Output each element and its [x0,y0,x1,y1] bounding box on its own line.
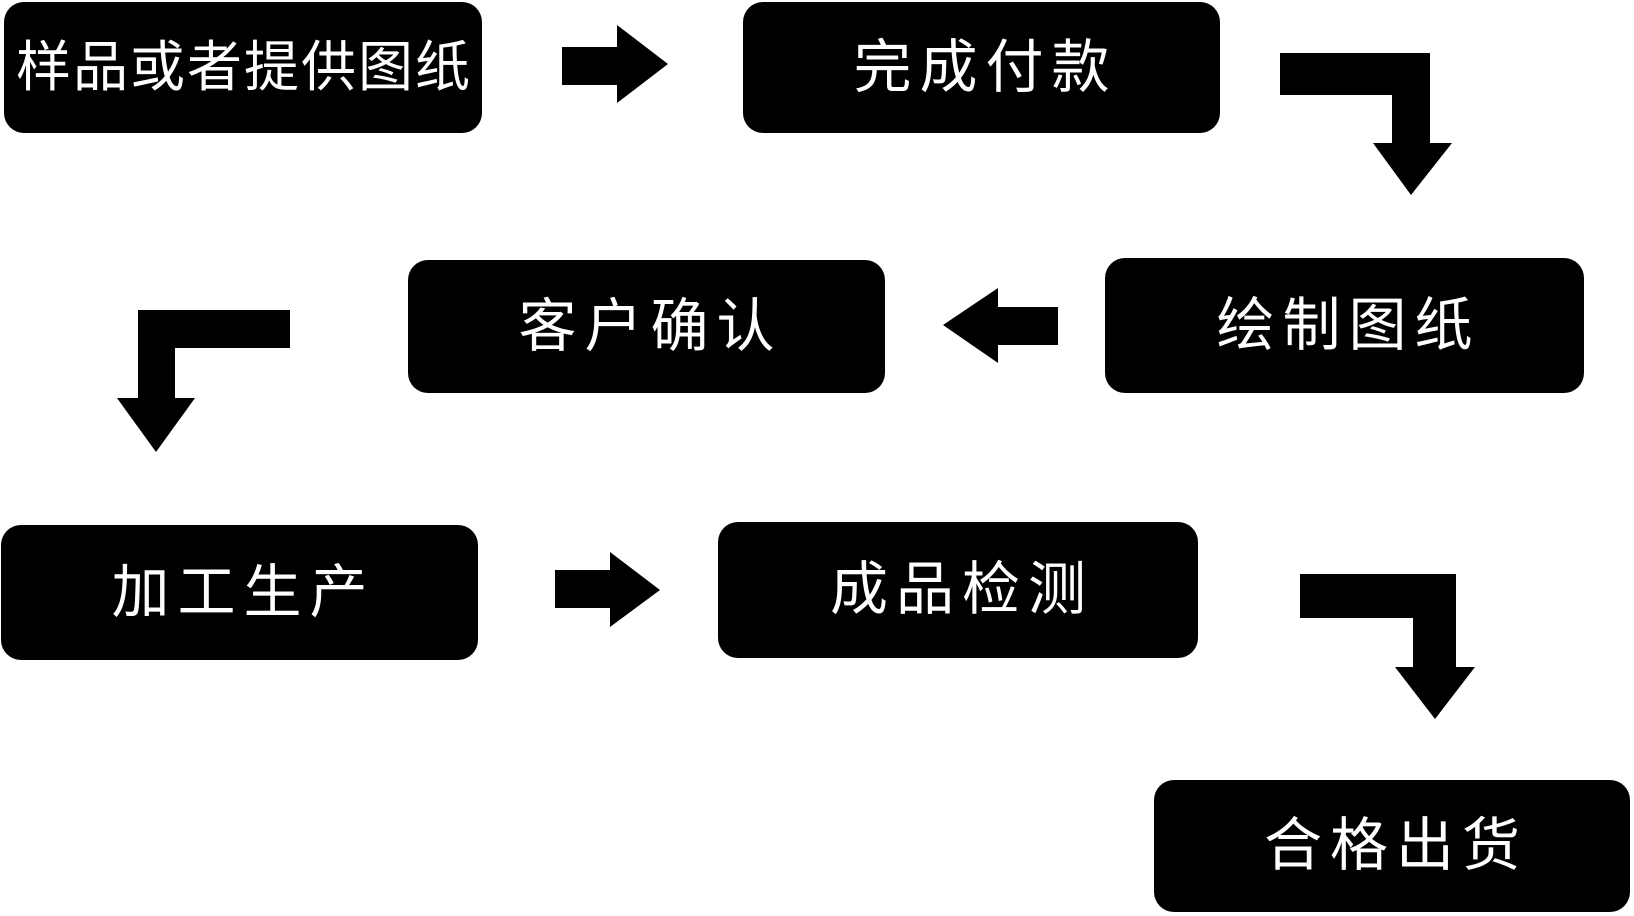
node-step-2-label: 完成付款 [853,34,1118,100]
elbow-down-right-arrow-icon [1280,53,1452,195]
left-arrow-icon [943,288,1058,363]
node-step-1: 样品或者提供图纸 [4,2,482,133]
node-step-7-label: 合格出货 [1263,813,1528,878]
node-step-6: 成品检测 [718,522,1198,658]
node-step-5-label: 加工生产 [111,559,376,625]
node-step-6-label: 成品检测 [829,557,1094,622]
node-step-2: 完成付款 [743,2,1220,133]
node-step-3-label: 绘制图纸 [1216,292,1481,358]
node-step-7: 合格出货 [1154,780,1630,912]
node-step-5: 加工生产 [1,525,478,660]
right-arrow-icon [555,552,660,627]
elbow-down-left-arrow-icon [117,310,290,452]
elbow-down-right-arrow-icon [1300,574,1475,719]
node-step-4: 客户确认 [408,260,885,393]
node-step-1-label: 样品或者提供图纸 [15,36,472,98]
node-step-3: 绘制图纸 [1105,258,1584,393]
right-arrow-icon [562,25,668,103]
node-step-4-label: 客户确认 [518,293,783,359]
